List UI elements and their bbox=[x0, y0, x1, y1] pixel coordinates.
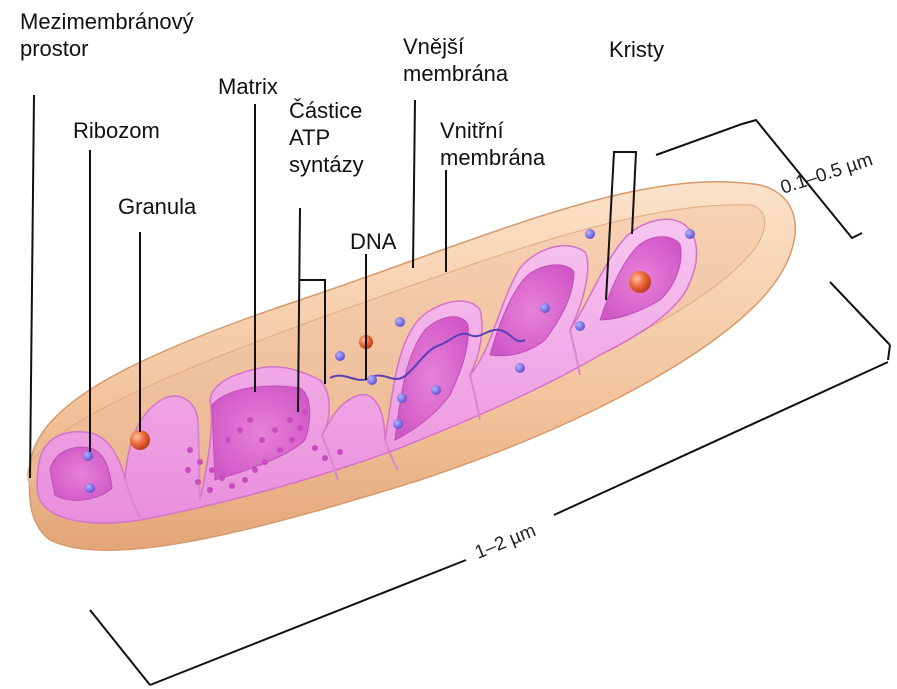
label-dna: DNA bbox=[350, 228, 396, 255]
label-outer-membrane: Vnější membrána bbox=[403, 33, 508, 87]
label-matrix: Matrix bbox=[218, 73, 278, 100]
length-dimension-text: 1–2 µm bbox=[472, 520, 539, 563]
label-intermembrane-space: Mezimembránový prostor bbox=[20, 8, 194, 62]
label-ribosome: Ribozom bbox=[73, 117, 160, 144]
label-atp-line3: syntázy bbox=[289, 151, 364, 178]
label-inner-membrane: Vnitřní membrána bbox=[440, 117, 545, 171]
label-outer-line1: Vnější bbox=[403, 33, 508, 60]
label-intermembrane-line2: prostor bbox=[20, 35, 194, 62]
width-dimension-text: 0.1–0.5 µm bbox=[778, 149, 875, 198]
label-outer-line2: membrána bbox=[403, 60, 508, 87]
label-atp-line2: ATP bbox=[289, 124, 364, 151]
label-cristae: Kristy bbox=[609, 36, 664, 63]
label-atp-line1: Částice bbox=[289, 97, 364, 124]
label-granule: Granula bbox=[118, 193, 196, 220]
label-intermembrane-line1: Mezimembránový bbox=[20, 8, 194, 35]
label-inner-line2: membrána bbox=[440, 144, 545, 171]
label-atp-synthase: Částice ATP syntázy bbox=[289, 97, 364, 178]
label-inner-line1: Vnitřní bbox=[440, 117, 545, 144]
